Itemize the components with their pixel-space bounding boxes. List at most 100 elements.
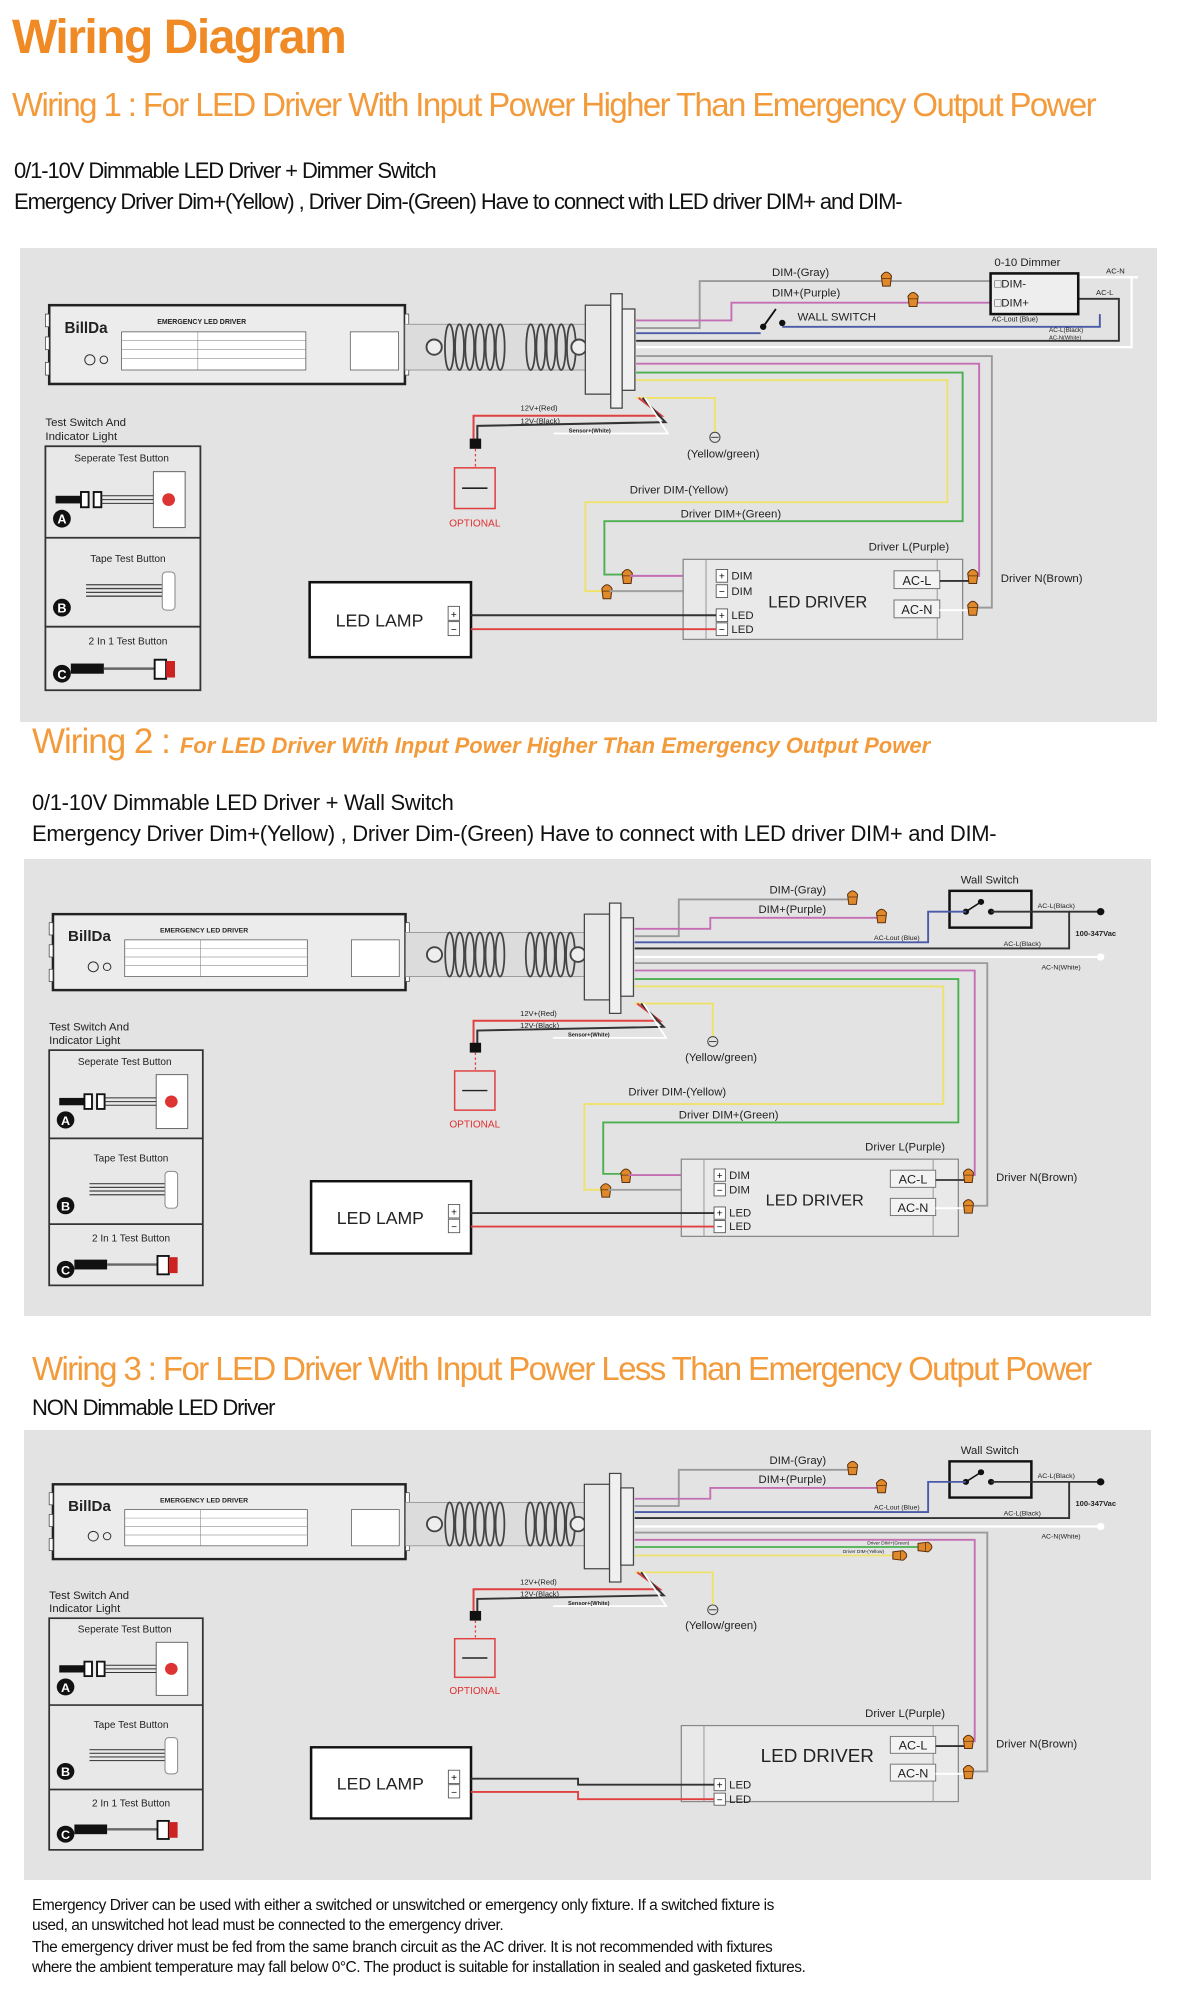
cert-mark-icon xyxy=(99,355,109,365)
wall-switch-icon xyxy=(762,308,777,328)
label-ac-n: AC-N xyxy=(1106,266,1125,275)
section-2-subtitle-2: Emergency Driver Dim+(Yellow) , Driver D… xyxy=(32,821,997,846)
badge-icon xyxy=(53,509,71,528)
wire-nut-icon xyxy=(875,908,888,924)
label-badge-c: C xyxy=(61,1828,70,1842)
label-switch-label: WALL SWITCH xyxy=(797,311,875,323)
wire-nut-icon xyxy=(621,569,633,584)
label-ac-n-white: AC-N(White) xyxy=(1049,335,1081,341)
label-ac-l-black-top: AC-L(Black) xyxy=(1038,1473,1075,1480)
wire-led-plus xyxy=(471,1777,715,1786)
label-test-c: 2 In 1 Test Button xyxy=(89,636,168,647)
badge-icon xyxy=(53,664,71,683)
footer-note-3: The emergency driver must be fed from th… xyxy=(32,1939,773,1956)
label-driver-n: Driver N(Brown) xyxy=(996,1738,1077,1750)
two-in-one-test-button-icon xyxy=(74,1824,108,1835)
flexible-conduit xyxy=(405,1501,587,1547)
wire-12v-black xyxy=(476,1002,666,1046)
ac-l-terminal xyxy=(889,1735,937,1754)
label-switch-label: Wall Switch xyxy=(961,1445,1019,1457)
ac-l-terminal xyxy=(889,1169,937,1188)
brand-logo: BillDa xyxy=(68,929,112,945)
test-button-panel xyxy=(48,1049,204,1287)
wire-nut-icon xyxy=(880,271,893,287)
wire-ac-lout-blue xyxy=(634,1480,966,1513)
terminal-dot xyxy=(1096,908,1105,916)
label-switch-label: Wall Switch xyxy=(961,875,1019,887)
label-dim-purple: DIM+(Purple) xyxy=(758,904,826,916)
label-driver-dim-green: Driver DIM+(Green) xyxy=(679,1110,779,1122)
flexible-conduit xyxy=(404,323,588,371)
label-badge-b: B xyxy=(61,1765,70,1779)
wire-ac-n-white xyxy=(636,276,1138,349)
wire-12v-black xyxy=(476,397,668,442)
label-capped-yellow: Driver DIM-(Yellow) xyxy=(843,1549,885,1554)
wire-nut-icon xyxy=(962,1734,974,1749)
wire-dim-purple xyxy=(636,301,991,322)
label-dim-purple: DIM+(Purple) xyxy=(759,1474,827,1486)
dimmer-switch xyxy=(989,272,1080,316)
label-lamp: LED LAMP xyxy=(337,1774,424,1794)
ground-icon xyxy=(707,1604,719,1616)
terminal-dot xyxy=(1096,953,1105,961)
badge-icon xyxy=(56,1762,75,1780)
label-test-b: Tape Test Button xyxy=(94,1154,169,1165)
led-lamp xyxy=(309,1180,473,1255)
minus-icon: − xyxy=(451,1788,457,1799)
product-label: EMERGENCY LED DRIVER xyxy=(160,928,248,935)
label-test-c: 2 In 1 Test Button xyxy=(92,1233,170,1244)
wire-driver-dim-green xyxy=(602,978,960,1175)
badge-icon xyxy=(56,1678,75,1696)
cert-mark-icon xyxy=(102,962,112,971)
label-ground: (Yellow/green) xyxy=(685,1052,757,1064)
label-optional: OPTIONAL xyxy=(449,518,501,529)
footer-note-1: Emergency Driver can be used with either… xyxy=(32,1897,774,1914)
wire-dim-gray xyxy=(634,1468,849,1507)
label-driver: LED DRIVER xyxy=(768,594,867,612)
badge-icon xyxy=(56,1111,75,1129)
label-driver-dim-yellow: Driver DIM-(Yellow) xyxy=(630,484,729,496)
wire-ac-lout-blue xyxy=(634,910,966,944)
label-term-acn: AC-N xyxy=(898,1767,929,1781)
svg-text:+: + xyxy=(717,1780,723,1791)
emergency-driver xyxy=(48,1483,410,1561)
terminal xyxy=(715,569,729,583)
led-lamp xyxy=(309,1746,473,1820)
label-driver-n: Driver N(Brown) xyxy=(1001,573,1083,585)
ac-n-terminal xyxy=(893,599,941,619)
label-ac-lout: AC-Lout (Blue) xyxy=(874,1505,920,1512)
label-term-led2: LED xyxy=(729,1221,751,1233)
ground-icon xyxy=(709,431,721,443)
plus-icon: + xyxy=(451,1773,457,1784)
product-label: EMERGENCY LED DRIVER xyxy=(157,319,246,326)
label-sensor: Sensor+(White) xyxy=(568,1601,610,1607)
minus-icon: − xyxy=(451,625,457,636)
label-term-dim1: DIM xyxy=(729,1170,750,1182)
label-term-dim2: DIM xyxy=(731,586,752,598)
section-2-heading-prefix: Wiring 2 : xyxy=(32,722,171,761)
label-test-title-1: Test Switch And xyxy=(49,1590,129,1602)
label-test-a: Seperate Test Button xyxy=(78,1057,172,1068)
label-lamp: LED LAMP xyxy=(337,1208,424,1228)
label-test-title-1: Test Switch And xyxy=(45,417,126,429)
label-term-dim2: DIM xyxy=(729,1185,750,1197)
wire-nut-icon xyxy=(917,1541,933,1553)
terminal-dot xyxy=(1096,1522,1105,1531)
wire-nut-icon xyxy=(601,584,613,600)
wire-nut-icon xyxy=(892,1550,908,1561)
label-test-title-2: Indicator Light xyxy=(49,1603,120,1615)
label-capped-green: Driver DIM+(Green) xyxy=(867,1541,909,1546)
label-driver-dim-yellow: Driver DIM-(Yellow) xyxy=(628,1087,726,1099)
wire-nut-icon xyxy=(847,1460,859,1476)
label-ground: (Yellow/green) xyxy=(687,449,760,461)
svg-text:−: − xyxy=(719,587,725,598)
sensor-plug xyxy=(469,1610,482,1621)
label-dimmer-dim-plus: □DIM+ xyxy=(994,297,1029,309)
label-driver-l: Driver L(Purple) xyxy=(865,1142,945,1154)
label-test-b: Tape Test Button xyxy=(90,554,165,565)
label-ac-lout: AC-Lout (Blue) xyxy=(874,935,920,942)
label-ac-l-black: AC-L(Black) xyxy=(1049,327,1083,334)
ul-mark-icon xyxy=(84,354,96,366)
